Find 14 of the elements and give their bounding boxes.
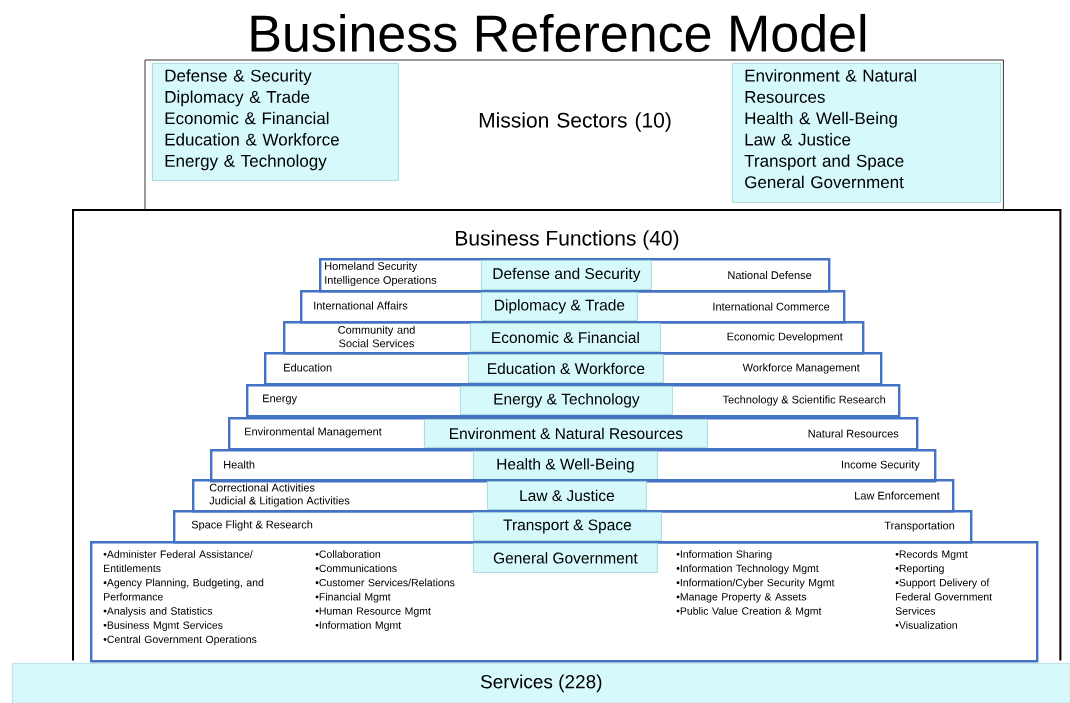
- sector-label: Economic & Financial: [470, 323, 661, 352]
- sector-label: Education & Workforce: [468, 354, 664, 383]
- sector-label: Environment & Natural Resources: [424, 419, 708, 448]
- sector-list-box: Environment & Natural Resources Health & Well-Being Law & Justice Transport and Space General Government: [732, 63, 1001, 203]
- services-band: Services (228): [12, 663, 1070, 703]
- sector-label: Transport & Space: [473, 512, 662, 541]
- sector-label: Law & Justice: [487, 481, 647, 510]
- sector-label: Health & Well-Being: [473, 451, 658, 480]
- sector-label: General Government: [473, 543, 658, 573]
- sector-list-box: Defense & Security Diplomacy & Trade Economic & Financial Education & Workforce Energy & Technology: [152, 63, 399, 181]
- sector-label: Energy & Technology: [460, 386, 673, 415]
- sector-label: Defense and Security: [481, 260, 652, 290]
- title: Business Reference Model: [251, 13, 866, 53]
- sector-label: Diplomacy & Trade: [481, 292, 638, 321]
